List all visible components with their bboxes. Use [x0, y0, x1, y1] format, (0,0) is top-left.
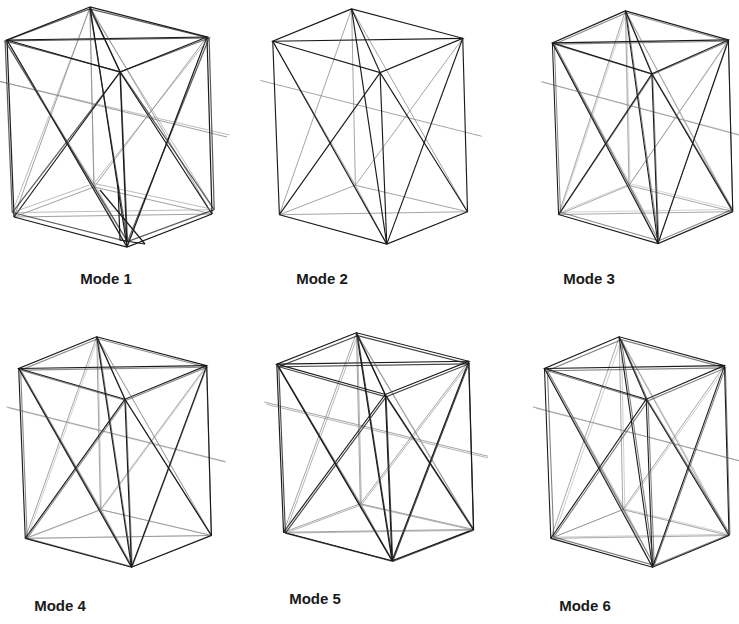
- mode-caption: Mode 4: [34, 597, 86, 615]
- mode-2-truss: [260, 9, 481, 244]
- mode-1-truss: [0, 7, 230, 247]
- mode-caption: Mode 3: [563, 270, 615, 288]
- mode-4-truss: [6, 337, 225, 567]
- mode-caption: Mode 1: [80, 270, 132, 288]
- mode-5-truss: [264, 333, 488, 562]
- mode-caption: Mode 6: [559, 597, 611, 615]
- mode-3-truss: [541, 11, 739, 244]
- mode-6-truss: [533, 337, 739, 567]
- mode-caption: Mode 5: [289, 590, 341, 608]
- mode-caption: Mode 2: [296, 270, 348, 288]
